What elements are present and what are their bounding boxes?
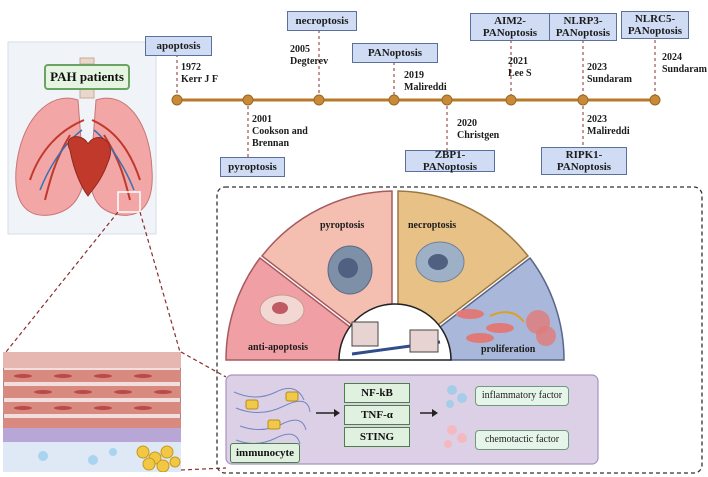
tnf-alpha-box: TNF-α bbox=[344, 405, 410, 425]
nlrc5-panoptosis-box: NLRC5-PANoptosis bbox=[621, 11, 689, 39]
pah-patients-label: PAH patients bbox=[44, 64, 130, 90]
inflammatory-factor-box: inflammatory factor bbox=[475, 386, 569, 406]
timeline-node-2005 bbox=[313, 94, 325, 106]
timeline-node-1972 bbox=[171, 94, 183, 106]
nlrp3-panoptosis-box: NLRP3-PANoptosis bbox=[549, 13, 617, 41]
nfkb-box: NF-kB bbox=[344, 383, 410, 403]
sting-box: STING bbox=[344, 427, 410, 447]
timeline-node-2020 bbox=[441, 94, 453, 106]
timeline-node-2023 bbox=[577, 94, 589, 106]
aim2-panoptosis-box: AIM2-PANoptosis bbox=[470, 13, 550, 41]
vessel-tissue-section bbox=[3, 352, 181, 472]
timeline-node-2019 bbox=[388, 94, 400, 106]
pyroptosis-box: pyroptosis bbox=[220, 157, 285, 177]
timeline-node-2021 bbox=[505, 94, 517, 106]
pyroptosis-label: pyroptosis bbox=[320, 220, 365, 231]
timeline-node-2024 bbox=[649, 94, 661, 106]
necroptosis-label: necroptosis bbox=[408, 220, 457, 231]
panoptosis-box: PANoptosis bbox=[352, 43, 438, 63]
event-2001-text: 2001 Cookson and Brennan bbox=[252, 114, 308, 149]
necroptosis-box: necroptosis bbox=[287, 11, 357, 31]
apoptosis-box: apoptosis bbox=[145, 36, 212, 56]
ripk1-panoptosis-box: RIPK1-PANoptosis bbox=[541, 147, 627, 175]
timeline-axis bbox=[171, 30, 661, 157]
zbp1-panoptosis-box: ZBP1-PANoptosis bbox=[405, 149, 495, 173]
chemotactic-factor-box: chemotactic factor bbox=[475, 430, 569, 450]
proliferation-label: proliferation bbox=[481, 344, 536, 355]
immunocyte-box: immunocyte bbox=[230, 443, 300, 463]
timeline-node-2001 bbox=[242, 94, 254, 106]
anti-apoptosis-label: anti-apoptosis bbox=[248, 342, 309, 353]
